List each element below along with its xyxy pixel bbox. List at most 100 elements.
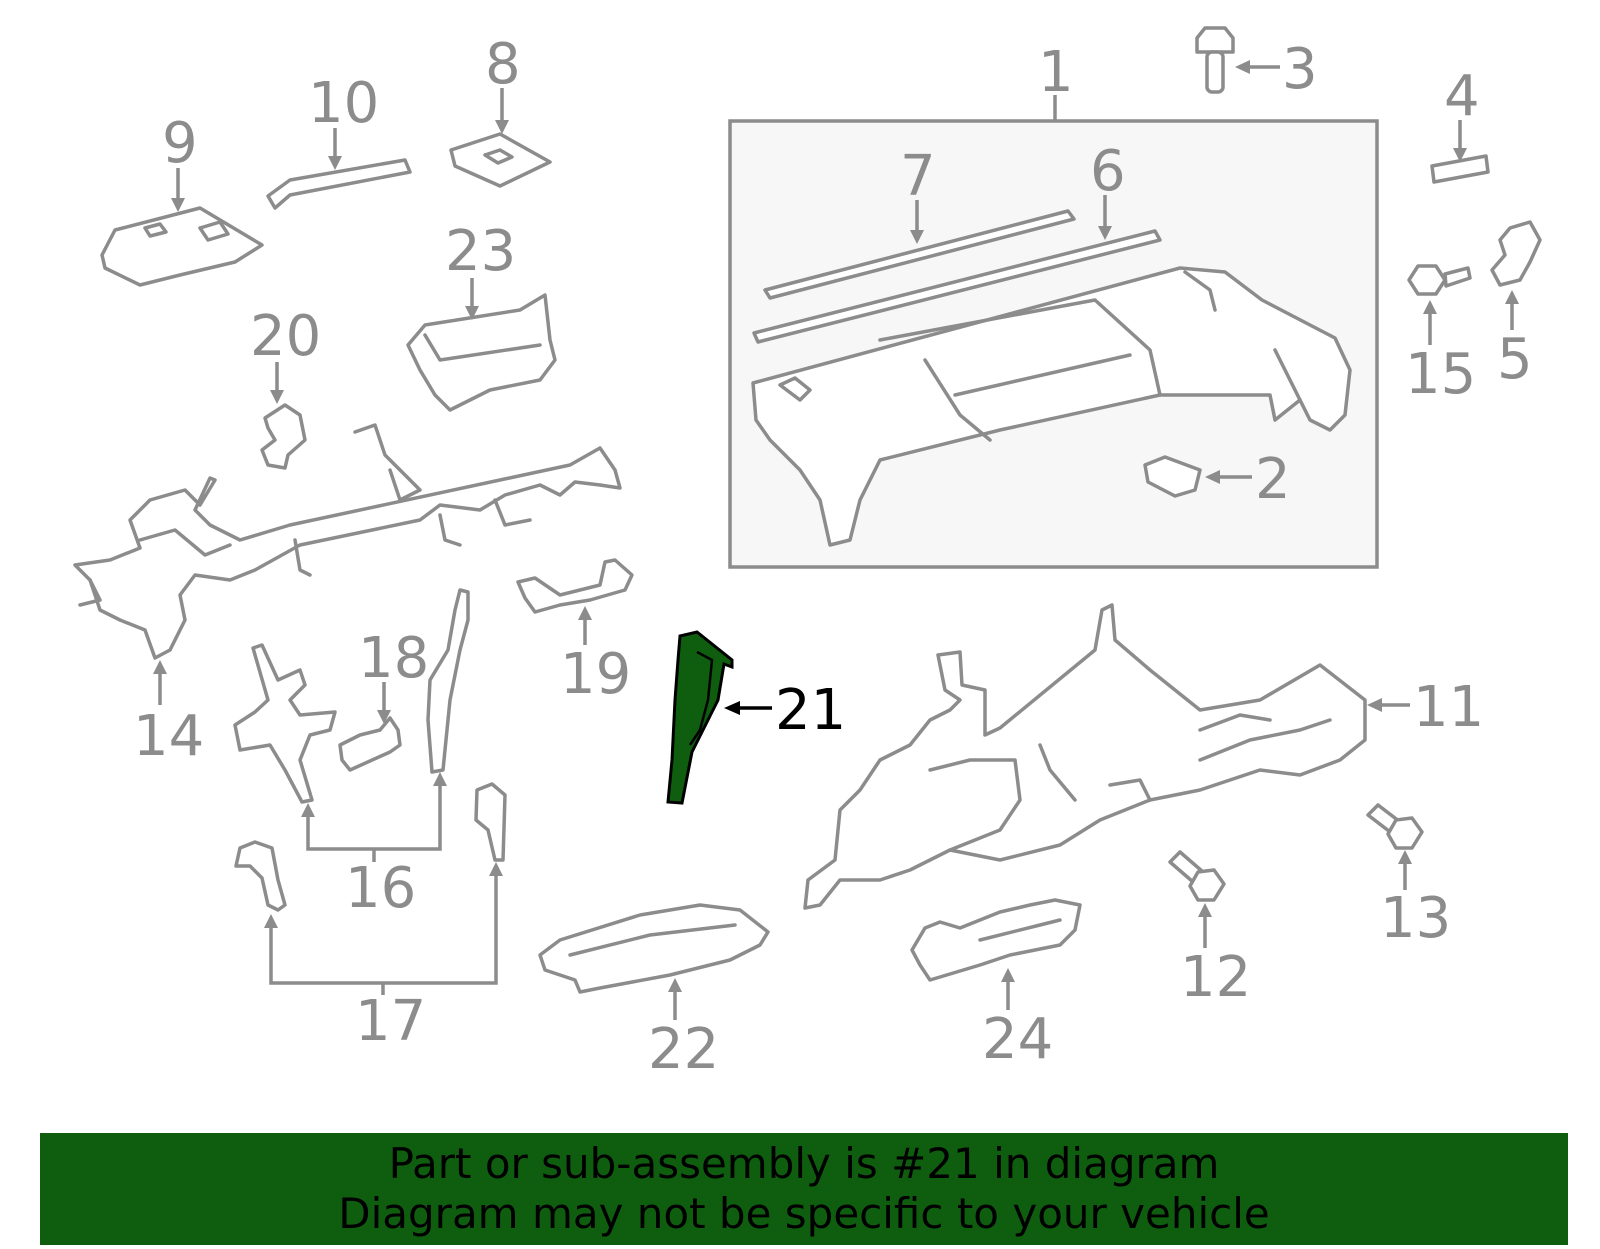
part-cross-car-beam [73,446,622,660]
part-1-detail-c [953,353,1132,397]
arrow-9 [171,198,185,212]
part-18-bracket [338,716,402,772]
callout-19: 19 [560,642,631,707]
arrow-4 [1453,148,1467,162]
arrow-10 [328,156,342,170]
arrow-16-right [433,772,447,786]
arrow-14 [153,660,167,674]
callout-20: 20 [250,304,321,369]
arrow-13 [1398,850,1412,864]
part-4-strip [1430,154,1490,184]
arrow-16-left [301,803,315,817]
part-17-bracket-right [474,782,507,862]
part-6-strip [752,229,1162,344]
arrow-19 [578,606,592,620]
callout-14: 14 [133,704,204,769]
arrow-23 [465,306,479,320]
arrow-20 [270,390,284,404]
arrow-12 [1198,903,1212,917]
part-16-brace-left [233,643,337,804]
part-8-detail [483,148,514,165]
part-1-detail-b [923,358,992,442]
arrow-5 [1505,290,1519,304]
arrow-8 [495,120,509,134]
callout-22: 22 [648,1017,719,1082]
part-10-strip [266,158,412,210]
callout-1: 1 [1038,40,1074,105]
part-7-strip [763,209,1076,300]
part-12-bolt-head [1188,868,1226,902]
callout-6: 6 [1090,139,1126,204]
arrow-11 [1367,698,1382,712]
arrow-21 [724,701,740,715]
part-beam-detail-e [493,498,532,527]
part-11-detail-e [1108,778,1152,802]
arrow-17-left [264,914,278,928]
callout-11: 11 [1413,675,1484,740]
part-21-detail [688,650,714,746]
callout-3: 3 [1282,37,1318,102]
part-beam-detail-c [293,538,312,577]
arrow-15 [1423,300,1437,314]
part-8-pad [449,132,552,188]
part-5-bracket [1490,220,1542,287]
callout-23: 23 [445,219,516,284]
callout-9: 9 [162,111,198,176]
callout-13: 13 [1380,886,1451,951]
part-23-detail [423,333,542,362]
banner-line-1: Part or sub-assembly is #21 in diagram [388,1139,1220,1188]
part-20-bracket [260,403,307,470]
part-16-brace-right [426,588,470,774]
part-3-bolt-head [1195,26,1235,54]
info-banner: Part or sub-assembly is #21 in diagram D… [40,1133,1568,1245]
arrow-18 [377,710,391,724]
part-1-detail-d [778,376,812,402]
callout-2: 2 [1255,447,1291,512]
callout-24: 24 [982,1007,1053,1072]
part-24-door [910,898,1082,982]
callout-17: 17 [355,989,426,1054]
arrow-3 [1235,60,1250,74]
arrow-24 [1001,968,1015,982]
part-1-detail-e [1183,270,1217,312]
part-11-detail-c [1198,718,1332,762]
arrow-7 [910,230,924,244]
arrow-2 [1205,470,1220,484]
part-15-screw-shank [1443,266,1472,288]
part-13-bolt-head [1386,816,1424,850]
part-2-clip [1143,455,1202,498]
part-9-pad [100,206,264,287]
part-beam-detail-a [353,423,422,502]
arrow-17-right [489,862,503,876]
part-beam-detail-f [78,578,102,607]
arrow-6 [1098,226,1112,240]
part-15-screw-head [1407,264,1447,296]
callout-21: 21 [775,678,846,743]
part-beam-detail-b [138,528,232,557]
part-22-detail [568,923,737,957]
part-11-lower-panel [803,603,1367,910]
part-9-detail-b [198,220,230,242]
part-24-detail [978,918,1062,942]
callout-5: 5 [1497,327,1533,392]
callout-8: 8 [485,32,521,97]
part-1-detail-f [1273,348,1302,402]
part-11-detail-a [928,758,1022,852]
part-21-highlighted [666,630,734,805]
callout-16: 16 [345,856,416,921]
part-17-bracket-left [234,840,287,912]
part-1-instrument-panel [751,266,1352,547]
banner-line-2: Diagram may not be specific to your vehi… [338,1189,1270,1238]
part-3-bolt-shank [1205,50,1225,94]
arrow-22 [668,978,682,992]
part-1-detail-a [878,298,1162,397]
part-11-detail-b [1038,743,1077,802]
callout-10: 10 [308,71,379,136]
part-beam-detail-d [438,513,462,547]
leader-16 [306,785,442,851]
part-19-bracket [516,558,634,614]
part-22-box [538,903,770,994]
callout-7: 7 [900,144,936,209]
